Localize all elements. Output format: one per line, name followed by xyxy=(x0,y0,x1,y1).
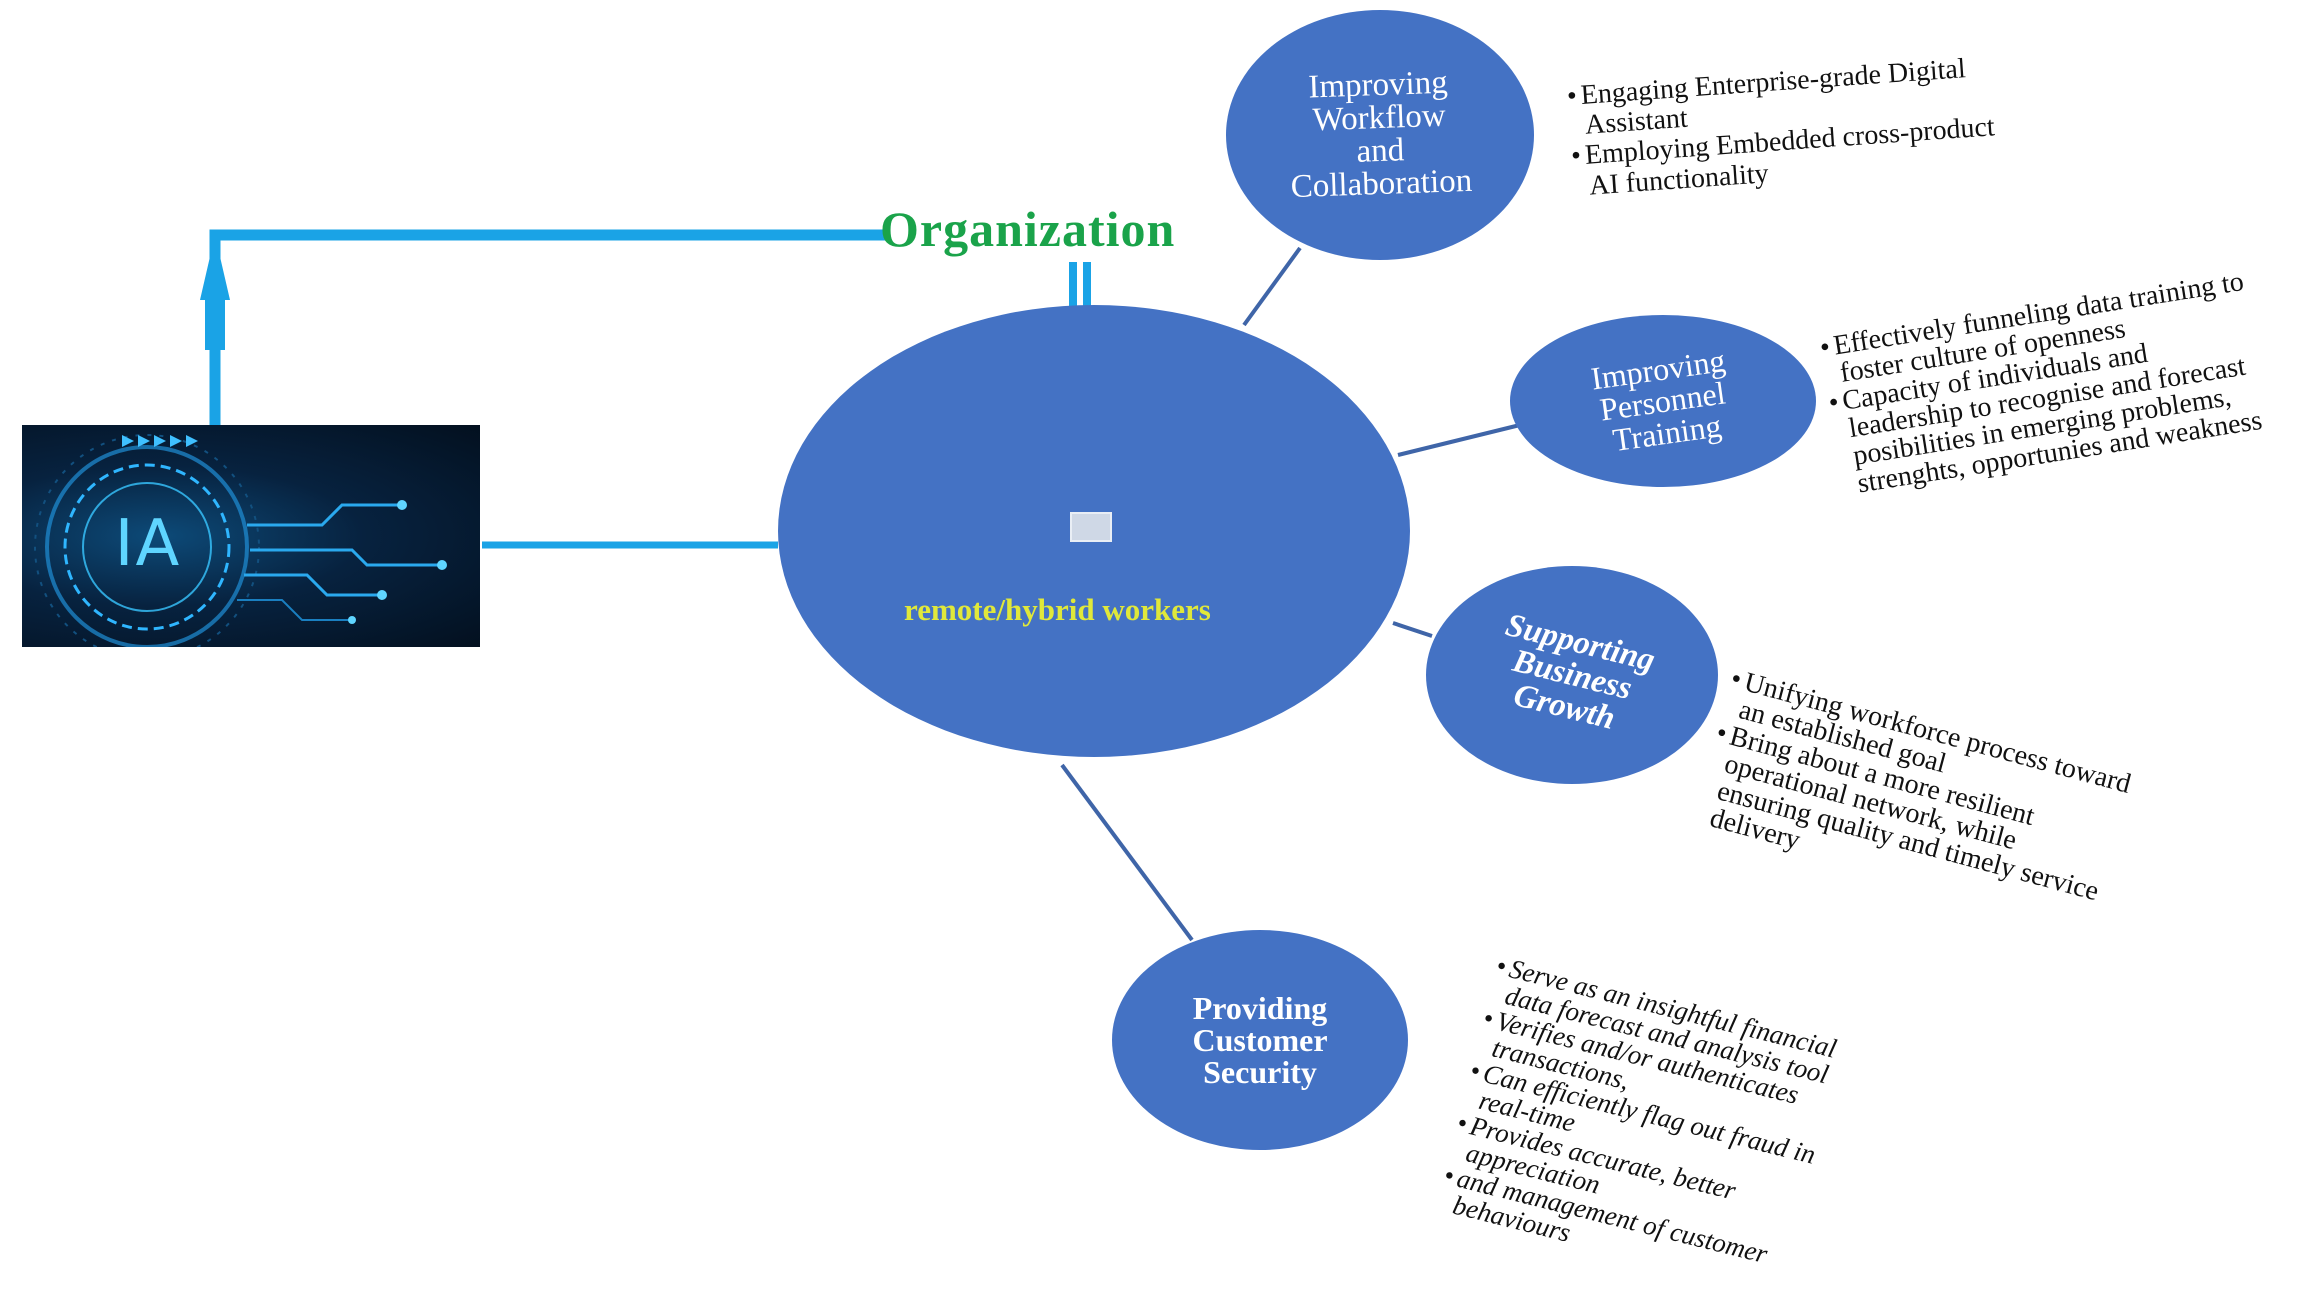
ia-to-organization-arrow xyxy=(209,229,890,425)
node-growth-title: Supporting Business Growth xyxy=(1486,607,1658,742)
connector-growth xyxy=(1392,621,1433,638)
node-security-circle: Providing Customer Security xyxy=(1112,930,1408,1150)
ia-logo-image: IA xyxy=(22,425,480,647)
node-growth-circle: Supporting Business Growth xyxy=(1426,566,1718,784)
node-security-title: Providing Customer Security xyxy=(1192,992,1327,1088)
ia-up-arrowhead xyxy=(200,235,230,300)
ia-up-arrow-bar xyxy=(205,300,225,350)
ia-circuit-graphic xyxy=(34,434,447,647)
node-training-title: Improving Personnel Training xyxy=(1589,342,1736,458)
center-image-icon xyxy=(1070,512,1112,542)
node-security-title-line: Security xyxy=(1203,1054,1317,1090)
connector-training xyxy=(1397,423,1521,457)
ia-logo-text: IA xyxy=(114,507,182,581)
diagram-canvas: Organization IA remote/hybrid workers xyxy=(0,0,2305,1280)
node-workflow-title-line: Collaboration xyxy=(1290,162,1474,206)
center-label: remote/hybrid workers xyxy=(904,592,1211,627)
node-security-title-line: Customer xyxy=(1192,1022,1328,1058)
node-training-circle: Improving Personnel Training xyxy=(1510,315,1816,487)
connector-workflow xyxy=(1242,246,1302,327)
node-workflow-circle: Improving Workflow and Collaboration xyxy=(1226,10,1534,260)
connector-security xyxy=(1060,763,1194,942)
organization-label: Organization xyxy=(880,201,1176,257)
node-security-title-line: Providing xyxy=(1192,990,1328,1026)
node-workflow-title: Improving Workflow and Collaboration xyxy=(1287,65,1474,206)
